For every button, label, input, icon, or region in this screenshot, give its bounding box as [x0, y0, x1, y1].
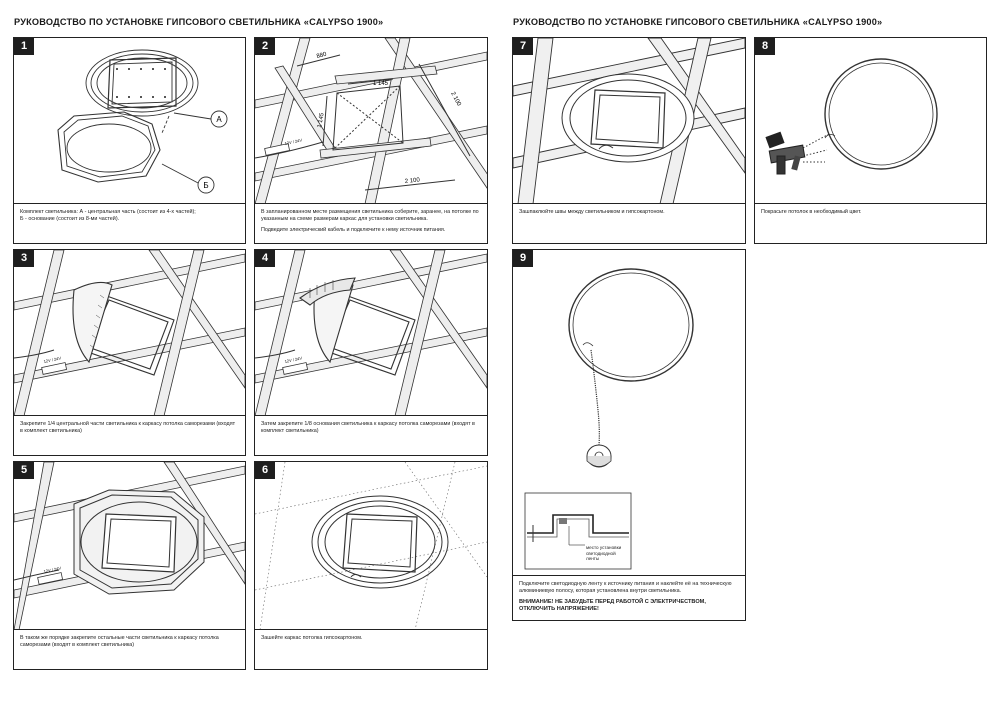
step-5-caption: В таком же порядке закрепите остальные ч…: [14, 629, 245, 669]
dim-2100-side: 2 100: [449, 91, 462, 108]
step-3-panel: 3 12V / 24V Закрепите 1/4 центра: [13, 249, 246, 456]
step-2-illustration: 12V / 24V 880 1 145 1 145 2 100 2 100: [255, 38, 487, 204]
dim-1145-top: 1 145: [373, 81, 389, 87]
step-4-number: 4: [255, 250, 275, 267]
page-title-right: РУКОВОДСТВО ПО УСТАНОВКЕ ГИПСОВОГО СВЕТИ…: [513, 17, 883, 27]
step-1-panel: 1 А Б: [13, 37, 246, 244]
step-4-panel: 4 12V / 24V Затем закре: [254, 249, 488, 456]
step-2-panel: 2: [254, 37, 488, 244]
label-b: Б: [203, 181, 208, 190]
step-1-number: 1: [14, 38, 34, 55]
step-5-driver-label: 12V / 24V: [43, 565, 62, 574]
step-7-caption: Зашпаклюйте швы между светильником и гип…: [513, 203, 745, 243]
step-8-panel: 8 Покрасьте потолок в необходимый цвет.: [754, 37, 987, 244]
label-a: А: [216, 115, 222, 124]
step-8-number: 8: [755, 38, 775, 55]
step-4-driver-label: 12V / 24V: [284, 355, 303, 364]
dim-2100-bottom: 2 100: [405, 177, 421, 185]
step-1-illustration: А Б: [14, 38, 245, 204]
step-6-panel: 6 Зашейте каркас потолка гипсокартоном.: [254, 461, 488, 670]
step-6-number: 6: [255, 462, 275, 479]
step-9-warning: ВНИМАНИЕ! НЕ ЗАБУДЬТЕ ПЕРЕД РАБОТОЙ С ЭЛ…: [519, 598, 706, 613]
step-9-illustration: [513, 250, 745, 580]
step-5-panel: 5 12V / 24V В таком же порядке закрепите…: [13, 461, 246, 670]
step-4-illustration: 12V / 24V: [255, 250, 487, 416]
step-1-caption: Комплект светильника: А - центральная ча…: [14, 203, 245, 243]
step-1-text: Комплект светильника: А - центральная ча…: [20, 209, 196, 223]
dim-880: 880: [316, 52, 328, 60]
step-8-caption: Покрасьте потолок в необходимый цвет.: [755, 203, 986, 243]
step-4-caption: Затем закрепите 1/8 основания светильник…: [255, 415, 487, 455]
step-3-illustration: 12V / 24V: [14, 250, 245, 416]
step-6-caption: Зашейте каркас потолка гипсокартоном.: [255, 629, 487, 669]
led-install-label: место установки светодиодной ленты: [586, 545, 622, 562]
step-3-number: 3: [14, 250, 34, 267]
profile-detail: [524, 492, 632, 570]
step-7-panel: 7 Зашпаклюйте швы между светильником и г…: [512, 37, 746, 244]
step-3-text: Закрепите 1/4 центральной части светильн…: [20, 421, 236, 435]
step-6-text: Зашейте каркас потолка гипсокартоном.: [261, 635, 363, 641]
step-3-caption: Закрепите 1/4 центральной части светильн…: [14, 415, 245, 455]
step-9-panel: 9 место устано: [512, 249, 746, 621]
step-2-driver-label: 12V / 24V: [284, 137, 303, 146]
step-9-number: 9: [513, 250, 533, 267]
led-driver-icon: [586, 444, 612, 468]
step-5-text: В таком же порядке закрепите остальные ч…: [20, 635, 219, 649]
step-6-illustration: [255, 462, 487, 630]
step-7-text: Зашпаклюйте швы между светильником и гип…: [519, 209, 665, 215]
step-8-illustration: [755, 38, 986, 204]
step-2-caption: В запланированном месте размещения свети…: [255, 203, 487, 243]
step-3-driver-label: 12V / 24V: [43, 355, 62, 364]
paint-gun-icon: [765, 131, 806, 175]
step-7-illustration: [513, 38, 745, 204]
step-9-caption: Подключите светодиодную ленту к источник…: [513, 575, 745, 620]
dim-1145-side: 1 145: [317, 112, 326, 128]
page-title-left: РУКОВОДСТВО ПО УСТАНОВКЕ ГИПСОВОГО СВЕТИ…: [14, 17, 384, 27]
step-5-number: 5: [14, 462, 34, 479]
step-8-text: Покрасьте потолок в необходимый цвет.: [761, 209, 862, 215]
step-9-text: Подключите светодиодную ленту к источник…: [519, 581, 732, 595]
step-7-number: 7: [513, 38, 533, 55]
step-5-illustration: 12V / 24V: [14, 462, 245, 630]
step-2-number: 2: [255, 38, 275, 55]
step-2-text: В запланированном месте размещения свети…: [261, 209, 479, 223]
step-2-text-2: Подведите электрический кабель и подключ…: [261, 226, 446, 233]
step-4-text: Затем закрепите 1/8 основания светильник…: [261, 421, 475, 435]
